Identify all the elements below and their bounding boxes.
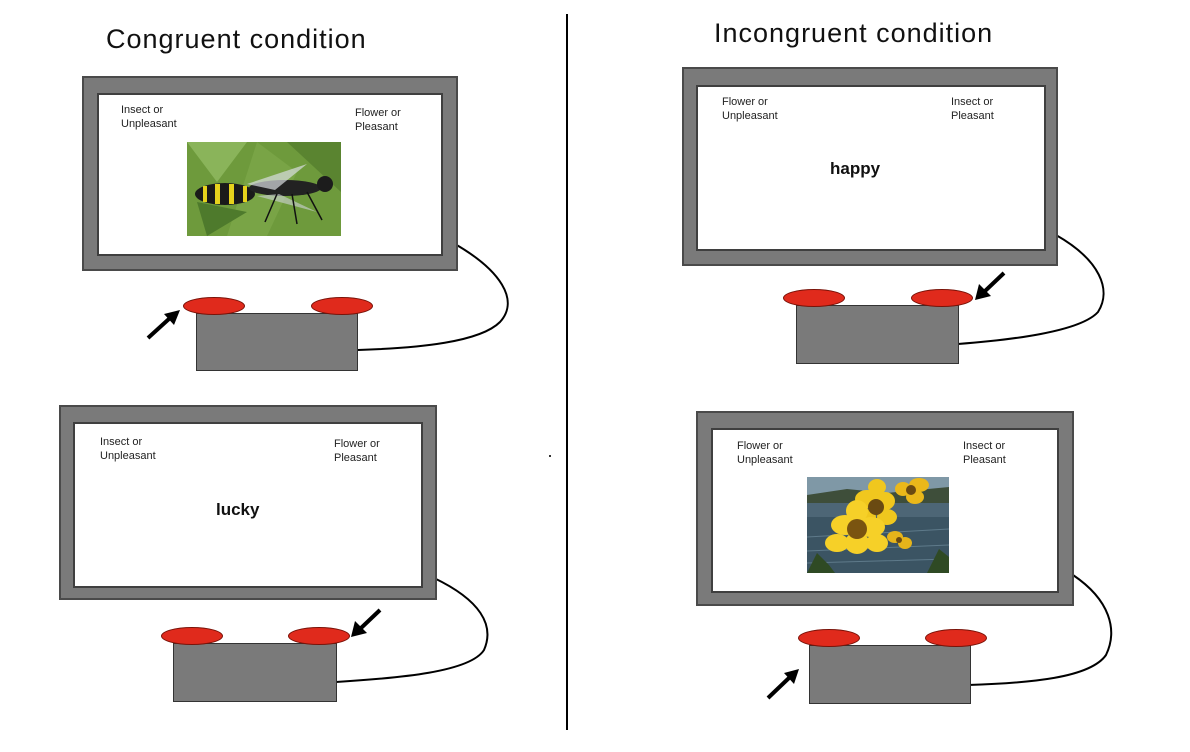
stimulus-word: happy <box>830 159 881 178</box>
stimulus-word: lucky <box>216 500 260 519</box>
cable-top-right <box>957 234 1105 345</box>
left-response-button[interactable] <box>798 629 860 647</box>
flower-stimulus-image <box>807 477 949 573</box>
arrow-top-left-icon <box>146 310 180 340</box>
left-category-label: Insect or Unpleasant <box>100 436 156 462</box>
response-box-incongruent-1 <box>796 305 959 364</box>
arrow-bottom-right-icon <box>766 669 799 700</box>
left-response-button[interactable] <box>161 627 223 645</box>
right-response-button[interactable] <box>911 289 973 307</box>
arrow-bottom-left-icon <box>351 608 382 637</box>
screen: Flower or Unpleasant Insect or Pleasant <box>711 428 1059 593</box>
monitor-congruent-2: Insect or Unpleasant Flower or Pleasant … <box>59 405 437 600</box>
panel-divider <box>566 14 568 730</box>
stray-dot <box>549 455 551 457</box>
monitor-incongruent-2: Flower or Unpleasant Insect or Pleasant <box>696 411 1074 606</box>
congruent-condition-title: Congruent condition <box>106 24 367 54</box>
incongruent-condition-title: Incongruent condition <box>714 18 994 48</box>
left-response-button[interactable] <box>783 289 845 307</box>
right-category-label: Flower or Pleasant <box>355 107 401 133</box>
arrow-top-right-icon <box>975 271 1006 300</box>
cable-top-left <box>357 243 509 351</box>
monitor-incongruent-1: Flower or Unpleasant Insect or Pleasant … <box>682 67 1058 266</box>
right-response-button[interactable] <box>288 627 350 645</box>
response-box-congruent-1 <box>196 313 358 371</box>
response-box-incongruent-2 <box>809 645 971 704</box>
monitor-congruent-1: Insect or Unpleasant Flower or Pleasant <box>82 76 458 271</box>
left-response-button[interactable] <box>183 297 245 315</box>
left-category-label: Insect or Unpleasant <box>121 104 177 130</box>
right-response-button[interactable] <box>925 629 987 647</box>
right-category-label: Insect or Pleasant <box>951 96 994 122</box>
right-category-label: Flower or Pleasant <box>334 438 380 464</box>
screen: Insect or Unpleasant Flower or Pleasant … <box>73 422 423 588</box>
cable-bottom-right <box>967 574 1113 686</box>
cable-bottom-left <box>335 577 489 683</box>
right-response-button[interactable] <box>311 297 373 315</box>
left-category-label: Flower or Unpleasant <box>737 440 793 466</box>
screen: Flower or Unpleasant Insect or Pleasant … <box>696 85 1046 251</box>
insect-stimulus-image <box>187 142 341 236</box>
right-category-label: Insect or Pleasant <box>963 440 1006 466</box>
left-category-label: Flower or Unpleasant <box>722 96 778 122</box>
screen: Insect or Unpleasant Flower or Pleasant <box>97 93 443 256</box>
response-box-congruent-2 <box>173 643 337 702</box>
